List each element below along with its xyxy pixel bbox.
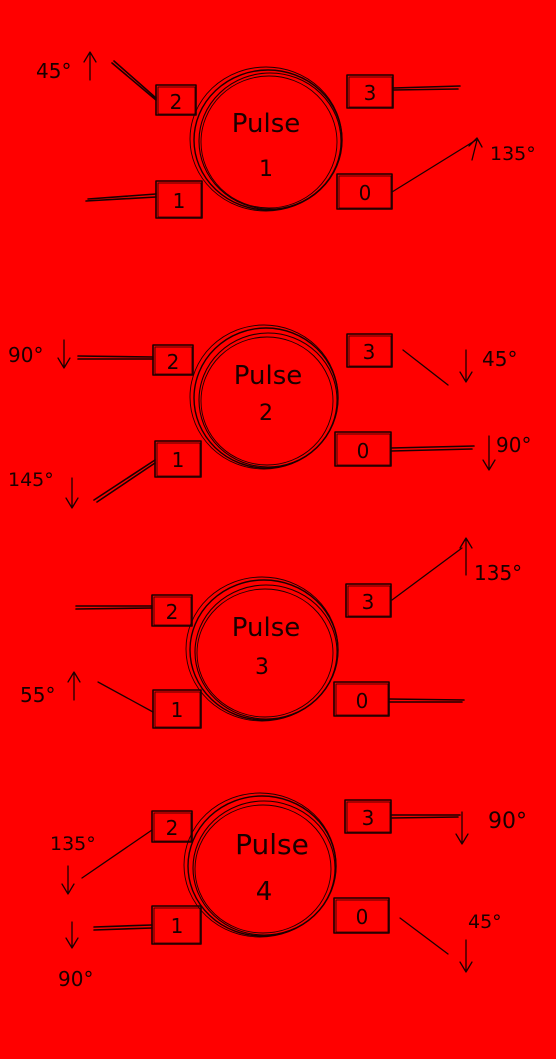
port-label: 2 [170, 90, 183, 114]
angle-annotation: 135° [490, 143, 536, 165]
port-label: 2 [167, 350, 180, 374]
arrow-down-icon [459, 349, 473, 383]
pulse-number: 1 [259, 157, 273, 182]
port-2-box[interactable]: 2 [151, 594, 193, 627]
pulse-number: 2 [259, 401, 273, 426]
pulse-title: Pulse [232, 613, 300, 643]
wire-port-3 [402, 349, 449, 386]
arrow-down-icon [57, 339, 71, 369]
wire-port-2 [77, 355, 154, 360]
pulse-title: Pulse [232, 109, 300, 139]
angle-annotation: 90° [8, 343, 43, 367]
wire-port-2 [75, 605, 153, 610]
port-2-box[interactable]: 2 [152, 344, 194, 376]
angle-annotation: 135° [474, 561, 522, 585]
arrow-down-icon [455, 811, 469, 845]
angle-annotation: 55° [20, 683, 55, 707]
port-label: 1 [171, 914, 184, 938]
port-1-box[interactable]: 1 [152, 689, 202, 729]
pulse-ring [189, 324, 339, 470]
port-3-box[interactable]: 3 [344, 799, 392, 834]
wire-port-3 [392, 85, 461, 91]
arrow-down-icon [65, 921, 79, 949]
pulse-ring [183, 792, 337, 938]
wire-port-1 [93, 459, 156, 503]
wire-port-2 [111, 60, 157, 101]
pulse-number: 3 [255, 655, 269, 680]
port-label: 0 [359, 181, 372, 205]
pulse-title: Pulse [235, 828, 309, 861]
port-1-box[interactable]: 1 [155, 180, 203, 219]
arrow-up-icon [459, 537, 473, 576]
pulse-number: 4 [256, 877, 273, 907]
angle-annotation: 45° [468, 911, 502, 933]
port-0-box[interactable]: 0 [334, 431, 392, 467]
port-1-box[interactable]: 1 [154, 440, 202, 478]
port-3-box[interactable]: 3 [346, 333, 393, 368]
port-3-box[interactable]: 3 [345, 583, 392, 618]
arrow-down-icon [459, 939, 473, 973]
port-0-box[interactable]: 0 [336, 173, 393, 210]
port-label: 2 [166, 816, 179, 840]
wire-port-0 [399, 917, 449, 955]
pulse-panel-3: Pulse 3 2 3 1 0 135° 55° [20, 537, 522, 729]
wire-port-2 [81, 829, 153, 879]
wire-port-0 [391, 139, 477, 193]
arrow-down-icon [482, 435, 496, 471]
arrow-down-icon [61, 865, 75, 895]
angle-annotation: 135° [50, 833, 96, 855]
port-label: 3 [362, 806, 375, 830]
angle-annotation: 45° [36, 59, 71, 83]
angle-annotation: 90° [496, 433, 531, 457]
angle-annotation: 45° [482, 347, 517, 371]
wire-port-1 [97, 681, 154, 713]
pulse-panel-1: Pulse 1 2 3 1 0 [36, 51, 536, 219]
wire-port-1 [93, 924, 153, 931]
port-label: 3 [364, 81, 377, 105]
wire-port-3 [390, 814, 461, 819]
port-3-box[interactable]: 3 [346, 74, 394, 109]
port-2-box[interactable]: 2 [155, 84, 197, 116]
arrow-down-icon [65, 477, 79, 509]
port-label: 0 [356, 905, 369, 929]
port-label: 1 [172, 448, 185, 472]
angle-annotation: 145° [8, 469, 54, 491]
port-label: 0 [356, 689, 369, 713]
wire-port-3 [391, 547, 463, 601]
angle-annotation: 90° [58, 967, 93, 991]
pulse-panel-2: Pulse 2 2 3 1 0 90° 45° [8, 324, 531, 509]
angle-annotation: 90° [488, 809, 527, 834]
port-label: 1 [171, 698, 184, 722]
port-label: 0 [357, 439, 370, 463]
pulse-title: Pulse [234, 361, 302, 391]
port-label: 3 [362, 590, 375, 614]
port-2-box[interactable]: 2 [151, 810, 193, 843]
pulse-ring [185, 576, 339, 722]
wire-port-1 [85, 193, 157, 202]
arrow-up-icon [83, 51, 97, 81]
port-label: 1 [173, 189, 186, 213]
port-0-box[interactable]: 0 [333, 681, 390, 717]
wire-port-0 [388, 698, 465, 703]
port-label: 2 [166, 600, 179, 624]
port-1-box[interactable]: 1 [151, 905, 202, 945]
port-label: 3 [363, 340, 376, 364]
pulse-ring [189, 66, 343, 212]
arrow-up-icon [67, 671, 81, 701]
arrow-up-icon [468, 137, 483, 161]
port-0-box[interactable]: 0 [333, 897, 390, 934]
pulse-panel-4: Pulse 4 2 3 1 0 135° 90° [50, 792, 527, 991]
wire-port-0 [390, 445, 475, 452]
